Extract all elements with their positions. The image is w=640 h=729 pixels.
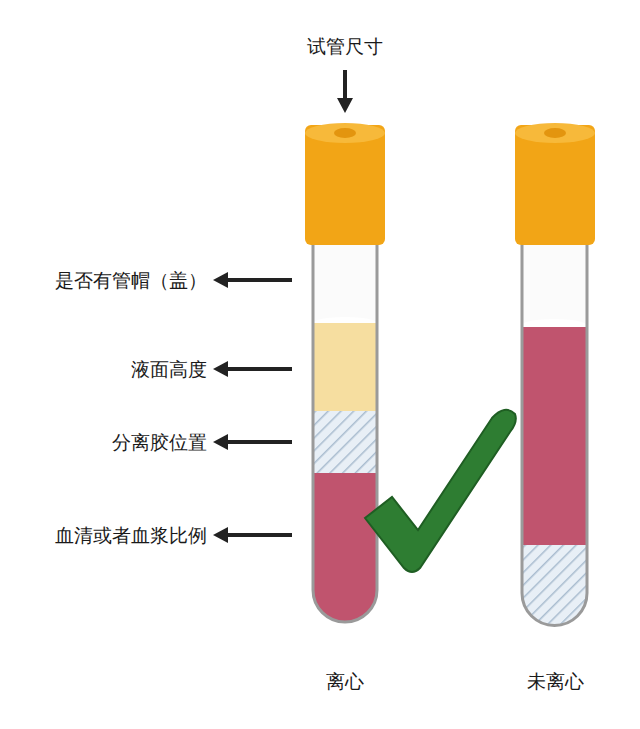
callout-label: 试管尺寸 <box>307 35 383 58</box>
callout-label: 血清或者血浆比例 <box>55 524 207 547</box>
callout-arrows <box>213 70 353 543</box>
tube-contents <box>510 245 600 645</box>
tube-glass <box>522 245 587 626</box>
label-text: 离心 <box>326 670 364 692</box>
tube-glass <box>313 245 377 622</box>
tube-caption: 离心 <box>326 670 364 693</box>
tube-caption: 未离心 <box>527 670 584 693</box>
label-text: 液面高度 <box>131 358 207 380</box>
callout-label: 分离胶位置 <box>112 431 207 454</box>
label-text: 试管尺寸 <box>307 35 383 57</box>
label-text: 未离心 <box>527 670 584 692</box>
callout-label: 是否有管帽（盖） <box>55 269 207 292</box>
label-text: 血清或者血浆比例 <box>55 524 207 546</box>
label-text: 分离胶位置 <box>112 431 207 453</box>
tube-contents <box>300 245 390 645</box>
callout-label: 液面高度 <box>131 358 207 381</box>
check-mark <box>365 410 516 572</box>
label-text: 是否有管帽（盖） <box>55 269 207 291</box>
